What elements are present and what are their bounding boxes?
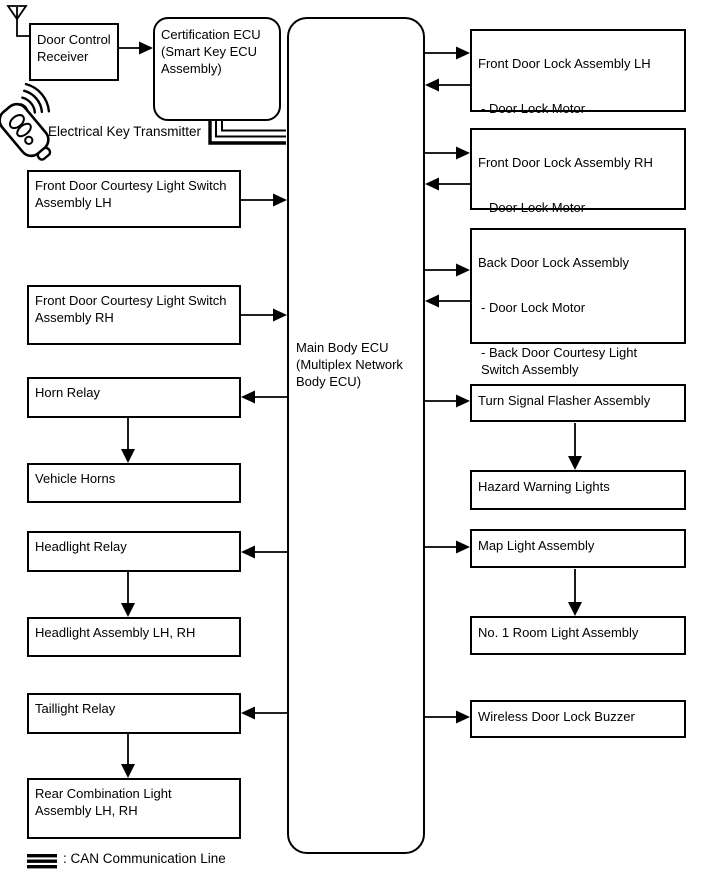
connector-fdla-rh-to-ecu: [425, 177, 470, 191]
connector-ecu-to-wireless-buzzer: [425, 710, 470, 724]
node-front-door-lock-assembly-lh: Front Door Lock Assembly LH - Door Lock …: [470, 29, 686, 161]
node-horn-relay: Horn Relay: [27, 377, 241, 418]
connector-ecu-to-fdla-rh: [425, 146, 470, 160]
connector-fdla-lh-to-ecu: [425, 78, 470, 92]
node-headlight-assembly: Headlight Assembly LH, RH: [27, 617, 241, 657]
node-item: - Back Door Courtesy Light Switch Assemb…: [481, 345, 638, 377]
node-hazard-warning-lights: Hazard Warning Lights: [470, 470, 686, 510]
node-title: Front Door Lock Assembly LH: [478, 56, 651, 71]
radio-waves-icon: [19, 82, 51, 115]
electrical-key-transmitter-label: Electrical Key Transmitter: [48, 124, 202, 139]
connector-ecu-to-taillight-relay: [241, 706, 287, 720]
connector-headlight-relay-to-headlight-assembly: [121, 572, 135, 617]
node-item: - Door Lock Motor: [481, 200, 586, 215]
node-wireless-door-lock-buzzer: Wireless Door Lock Buzzer: [470, 700, 686, 738]
can-legend-label: : CAN Communication Line: [63, 851, 226, 866]
connector-taillight-relay-to-rear-combination: [121, 734, 135, 778]
node-door-control-receiver: Door Control Receiver: [29, 23, 119, 81]
node-title: Back Door Lock Assembly: [478, 255, 630, 270]
connector-back-door-lock-to-ecu: [425, 294, 470, 308]
node-certification-ecu: Certification ECU (Smart Key ECU Assembl…: [153, 17, 281, 121]
connector-dcr-to-cert: [119, 41, 153, 55]
connector-ecu-to-headlight-relay: [241, 545, 287, 559]
connector-turn-signal-to-hazard: [568, 423, 582, 470]
antenna-icon: [6, 5, 29, 37]
node-map-light-assembly: Map Light Assembly: [470, 529, 686, 568]
node-taillight-relay: Taillight Relay: [27, 693, 241, 734]
node-main-body-ecu: Main Body ECU (Multiplex Network Body EC…: [287, 17, 425, 854]
connector-map-light-to-room-light: [568, 569, 582, 616]
connector-fdcls-lh-to-ecu: [241, 193, 287, 207]
connector-ecu-to-turn-signal-flasher: [425, 394, 470, 408]
connector-fdcls-rh-to-ecu: [241, 308, 287, 322]
node-item: - Door Lock Motor: [481, 101, 586, 116]
node-back-door-lock-assembly: Back Door Lock Assembly - Door Lock Moto…: [470, 228, 686, 377]
can-line-symbol: [27, 854, 57, 869]
can-communication-line: [208, 121, 286, 145]
node-title: Front Door Lock Assembly RH: [478, 155, 653, 170]
node-item: - Door Lock Motor: [481, 300, 586, 315]
node-rear-combination-light-assembly: Rear Combination Light Assembly LH, RH: [27, 778, 241, 839]
node-room-light-assembly: No. 1 Room Light Assembly: [470, 616, 686, 655]
node-front-door-courtesy-light-switch-rh: Front Door Courtesy Light Switch Assembl…: [27, 285, 241, 345]
node-turn-signal-flasher-assembly: Turn Signal Flasher Assembly: [470, 384, 686, 422]
connector-ecu-to-horn-relay: [241, 390, 287, 404]
node-front-door-courtesy-light-switch-lh: Front Door Courtesy Light Switch Assembl…: [27, 170, 241, 228]
connector-horn-relay-to-vehicle-horns: [121, 418, 135, 463]
node-vehicle-horns: Vehicle Horns: [27, 463, 241, 503]
connector-ecu-to-back-door-lock: [425, 263, 470, 277]
connector-ecu-to-map-light: [425, 540, 470, 554]
connector-ecu-to-fdla-lh: [425, 46, 470, 60]
node-headlight-relay: Headlight Relay: [27, 531, 241, 572]
node-front-door-lock-assembly-rh: Front Door Lock Assembly RH - Door Lock …: [470, 128, 686, 260]
